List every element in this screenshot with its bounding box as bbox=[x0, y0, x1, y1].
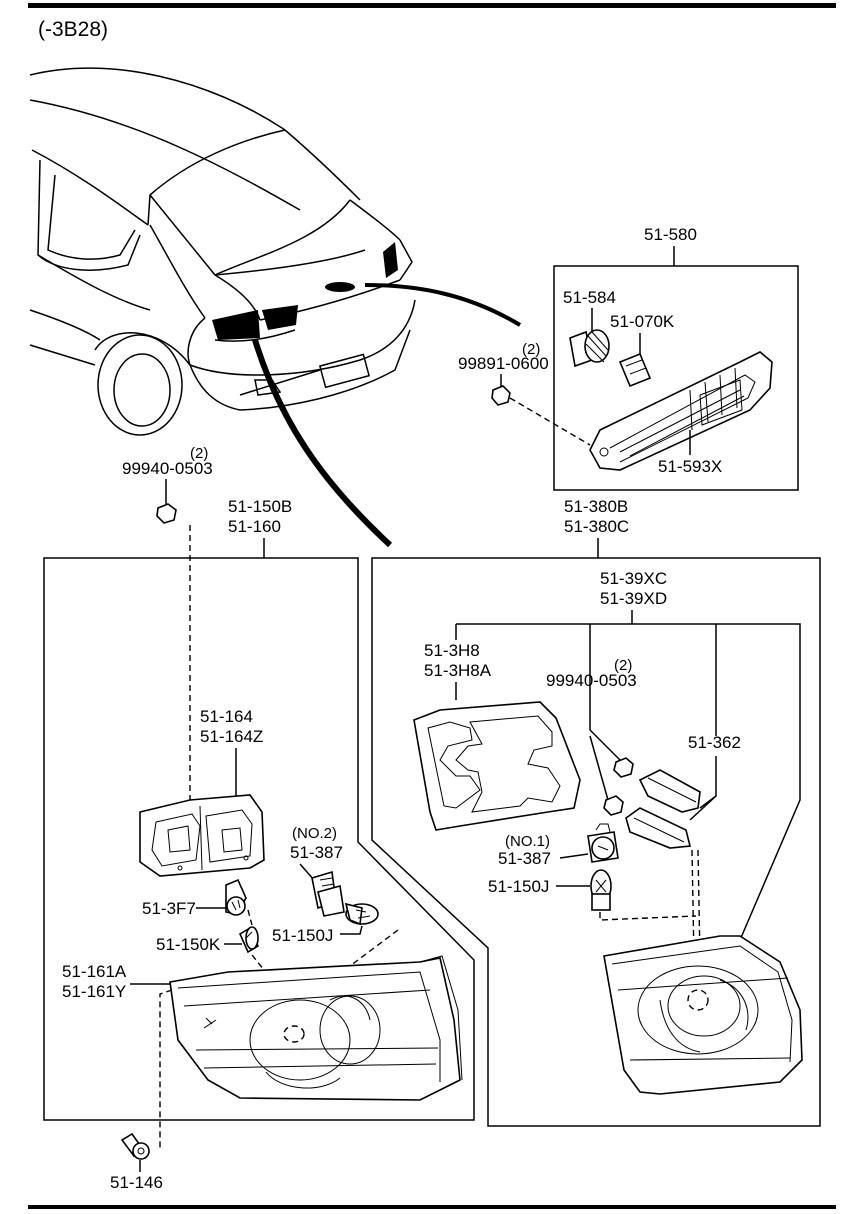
label-no2: (NO.2) bbox=[292, 825, 337, 842]
label-51-3h8: 51-3H8 bbox=[424, 641, 480, 660]
outer-lamp-box bbox=[43, 557, 475, 1121]
label-51-380b: 51-380B bbox=[564, 497, 628, 516]
label-51-150j-right: 51-150J bbox=[488, 877, 549, 896]
socket-51-387-no1 bbox=[587, 823, 619, 863]
label-99891-0600: 99891-0600 bbox=[458, 354, 549, 373]
bottom-rule bbox=[28, 1205, 836, 1209]
clip-51-146 bbox=[120, 1132, 150, 1160]
label-51-362: 51-362 bbox=[688, 733, 741, 752]
diagram-code: (-3B28) bbox=[38, 18, 108, 41]
label-51-39xc: 51-39XC bbox=[600, 569, 667, 588]
label-no1: (NO.1) bbox=[505, 833, 550, 850]
gasket-51-3h8 bbox=[413, 701, 581, 831]
center-lamp-highlight bbox=[262, 305, 298, 330]
label-99940-0503-right: 99940-0503 bbox=[546, 671, 637, 690]
car-illustration bbox=[29, 67, 416, 436]
nut-99940-0503-right-a bbox=[613, 757, 634, 778]
label-51-39xd: 51-39XD bbox=[600, 589, 667, 608]
gasket-51-164 bbox=[139, 794, 265, 877]
bulb-51-150j-left bbox=[344, 902, 379, 926]
nut-99891-0600 bbox=[491, 385, 511, 406]
label-51-160: 51-160 bbox=[228, 517, 281, 536]
socket-51-584 bbox=[569, 329, 610, 368]
label-51-070k: 51-070K bbox=[610, 312, 675, 331]
label-51-3h8a: 51-3H8A bbox=[424, 661, 492, 680]
label-nut-qty-right: (2) bbox=[614, 657, 632, 674]
nut-99940-0503-right-b bbox=[603, 795, 624, 816]
label-51-164: 51-164 bbox=[200, 707, 253, 726]
bulb-51-070k bbox=[618, 352, 652, 388]
label-51-584: 51-584 bbox=[563, 288, 616, 307]
label-nut-qty-top: (2) bbox=[522, 341, 540, 358]
label-51-593x: 51-593X bbox=[658, 457, 722, 476]
bulb-51-150k bbox=[238, 926, 260, 954]
lens-51-593x bbox=[589, 351, 773, 471]
label-51-164z: 51-164Z bbox=[200, 727, 263, 746]
label-51-580: 51-580 bbox=[644, 225, 697, 244]
left-tail-lamp-highlight bbox=[212, 310, 260, 340]
pointer-to-outer-lamp bbox=[252, 339, 393, 548]
label-51-150k: 51-150K bbox=[156, 935, 221, 954]
label-51-387-no2: 51-387 bbox=[290, 843, 343, 862]
right-tail-lamp-highlight bbox=[383, 242, 398, 278]
high-mount-lamp-box bbox=[553, 265, 799, 491]
pointer-to-inner-lamp bbox=[364, 283, 522, 327]
top-rule bbox=[28, 3, 836, 8]
label-51-387-no1: 51-387 bbox=[498, 849, 551, 868]
label-51-150b: 51-150B bbox=[228, 497, 292, 516]
label-51-161a: 51-161A bbox=[62, 962, 127, 981]
label-99940-0503-left: 99940-0503 bbox=[122, 459, 213, 478]
label-nut-qty-left: (2) bbox=[190, 445, 208, 462]
bulb-51-150j-right bbox=[590, 869, 612, 911]
garnish-light bbox=[325, 282, 355, 292]
nut-99940-0503-left bbox=[156, 503, 177, 524]
label-51-380c: 51-380C bbox=[564, 517, 629, 536]
inner-lamp-box bbox=[371, 557, 821, 1127]
label-51-150j-left: 51-150J bbox=[272, 926, 333, 945]
socket-51-3f7 bbox=[225, 878, 247, 916]
inner-lamp-lens bbox=[603, 935, 803, 1095]
label-51-146: 51-146 bbox=[110, 1173, 163, 1192]
lens-51-161a bbox=[169, 955, 463, 1101]
bracket-51-362 bbox=[625, 769, 701, 849]
label-51-161y: 51-161Y bbox=[62, 982, 126, 1001]
socket-51-387-no2 bbox=[311, 870, 345, 917]
label-51-3f7: 51-3F7 bbox=[142, 899, 196, 918]
